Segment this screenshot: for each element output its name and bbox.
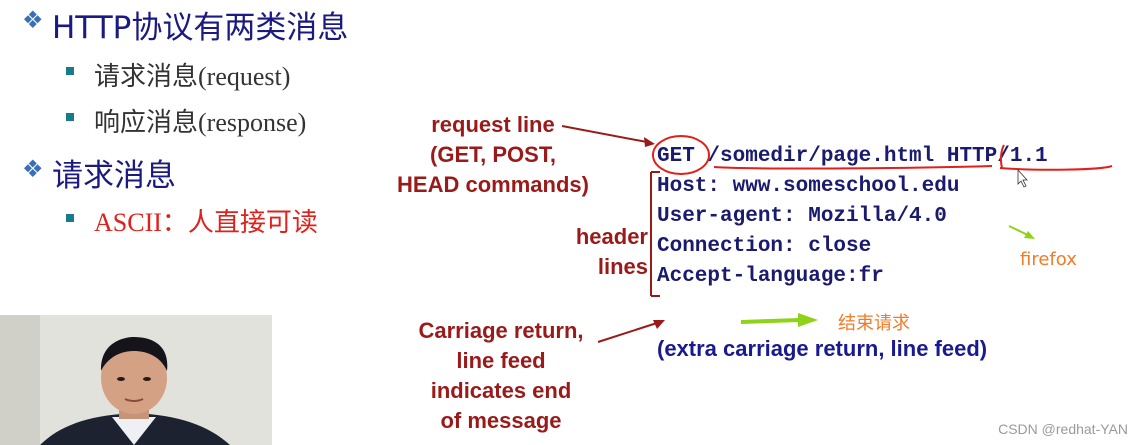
green-arrow-end-request (740, 318, 801, 324)
item-request: 请求消息(request) (94, 62, 291, 91)
annotation-header-lines-1: header (575, 224, 648, 249)
square-bullet-icon (66, 214, 74, 222)
green-arrow-end-request-head (798, 313, 818, 327)
arrow-carriage-return (597, 321, 661, 343)
green-arrow-firefox-head (1024, 231, 1035, 239)
code-line-accept-language: Accept-language:fr (657, 265, 884, 288)
annotation-carriage-return-3: indicates end (430, 378, 572, 403)
path-underline (713, 165, 993, 170)
annotation-carriage-return-4: of message (440, 408, 562, 433)
http-version-highlight (999, 144, 1113, 171)
arrow-request-line-head (644, 137, 655, 147)
item-ascii: ASCII：人直接可读 (94, 208, 318, 237)
item-response: 响应消息(response) (94, 108, 307, 137)
annotation-carriage-return-2: line feed (456, 348, 546, 373)
arrow-carriage-return-head (653, 320, 665, 329)
annotation-header-lines-2: lines (597, 254, 648, 279)
annotation-request-line: request line (GET, POST, HEAD commands) (386, 110, 600, 200)
end-request-note: 结束请求 (838, 313, 910, 334)
code-line-host: Host: www.someschool.edu (657, 175, 960, 198)
cursor-icon (1017, 168, 1028, 188)
annotation-carriage-return: Carriage return, line feed indicates end… (396, 316, 606, 436)
diamond-bullet-icon: ❖ (22, 156, 44, 183)
code-line-request: GET /somedir/page.html HTTP/1.1 (657, 145, 1048, 168)
heading-http-messages: HTTP协议有两类消息 (52, 10, 349, 46)
code-line-connection: Connection: close (657, 235, 872, 258)
annotation-request-line-1: request line (431, 112, 555, 137)
arrow-request-line (561, 125, 653, 144)
square-bullet-icon (66, 67, 74, 75)
presenter-image (0, 315, 272, 445)
extra-crlf-note: (extra carriage return, line feed) (657, 336, 988, 361)
code-line-user-agent: User-agent: Mozilla/4.0 (657, 205, 947, 228)
annotation-request-line-2: (GET, POST, (430, 142, 556, 167)
diamond-bullet-icon: ❖ (22, 7, 44, 34)
firefox-note: firefox (1020, 249, 1077, 270)
presenter-video (0, 315, 272, 445)
watermark: CSDN @redhat-YAN (998, 421, 1128, 437)
annotation-header-lines: header lines (552, 222, 648, 282)
annotation-request-line-3: HEAD commands) (397, 172, 589, 197)
annotation-carriage-return-1: Carriage return, (418, 318, 584, 343)
get-highlight-circle (652, 135, 710, 175)
heading-request-message: 请求消息 (52, 158, 176, 194)
square-bullet-icon (66, 113, 74, 121)
